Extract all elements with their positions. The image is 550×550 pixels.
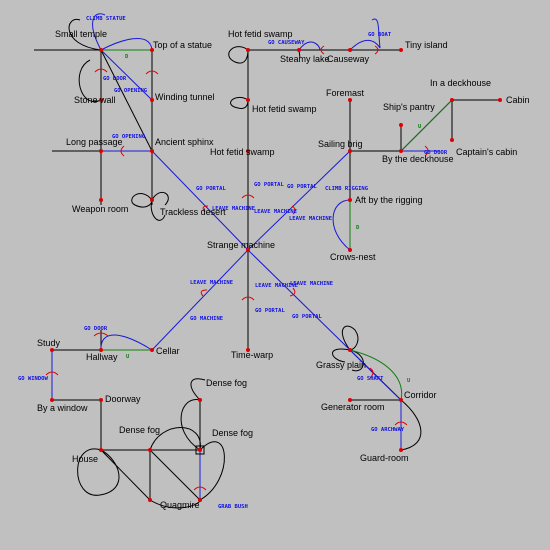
cmd-grab-bush: GRAB BUSH xyxy=(218,504,248,510)
room-long-passage: Long passage xyxy=(66,137,123,147)
direction-arrows xyxy=(45,45,429,491)
cmd-go-boat: GO BOAT xyxy=(368,32,392,38)
room-steamy-lake: Steamy lake xyxy=(280,54,330,64)
room-corridor: Corridor xyxy=(404,390,437,400)
room-time-warp: Time-warp xyxy=(231,350,273,360)
room-cabin: Cabin xyxy=(506,95,530,105)
mark-down-temple: D xyxy=(125,54,129,60)
room-grassy-plain: Grassy plain xyxy=(316,360,366,370)
room-top-of-statue: Top of a statue xyxy=(153,40,212,50)
mark-up-hallway: U xyxy=(126,354,130,360)
direction-marks: D D U U U xyxy=(125,54,422,384)
room-small-temple: Small temple xyxy=(55,29,107,39)
room-sailing-brig: Sailing brig xyxy=(318,139,363,149)
room-dense-fog-1: Dense fog xyxy=(206,378,247,388)
cmd-leave-machine-desert: LEAVE MACHINE xyxy=(212,206,255,212)
command-labels: CLIMB STATUE GO DOOR GO OPENING GO OPENI… xyxy=(18,16,448,510)
room-study: Study xyxy=(37,338,61,348)
cmd-leave-machine-plain: LEAVE MACHINE xyxy=(290,281,333,287)
cmd-leave-machine-cellar: LEAVE MACHINE xyxy=(190,280,233,286)
room-stone-wall: Stone wall xyxy=(74,95,116,105)
room-ships-pantry: Ship's pantry xyxy=(383,102,435,112)
cmd-go-door-deckhouse: GO DOOR xyxy=(424,150,448,156)
room-generator-room: Generator room xyxy=(321,402,385,412)
cmd-go-opening-temple: GO OPENING xyxy=(114,88,148,94)
mark-up-corridor: U xyxy=(407,378,411,384)
room-dense-fog-2: Dense fog xyxy=(119,425,160,435)
cmd-climb-rigging: CLIMB RIGGING xyxy=(325,186,369,192)
cmd-climb-statue: CLIMB STATUE xyxy=(86,16,126,22)
mark-up-deckhouse: U xyxy=(418,124,422,130)
cmd-go-window: GO WINDOW xyxy=(18,376,48,382)
map-connections xyxy=(34,18,500,509)
room-captains-cabin: Captain's cabin xyxy=(456,147,517,157)
cmd-go-door-hallway: GO DOOR xyxy=(84,326,108,332)
room-cellar: Cellar xyxy=(156,346,180,356)
cmd-leave-machine-warp: LEAVE MACHINE xyxy=(255,283,298,289)
cmd-go-shaft: GO SHAFT xyxy=(357,376,384,382)
room-in-a-deckhouse: In a deckhouse xyxy=(430,78,491,88)
room-crows-nest: Crows-nest xyxy=(330,252,376,262)
mark-down-rigging: D xyxy=(356,225,360,231)
room-guard-room: Guard-room xyxy=(360,453,409,463)
cmd-go-portal-swamp: GO PORTAL xyxy=(254,182,284,188)
room-winding-tunnel: Winding tunnel xyxy=(155,92,215,102)
cmd-go-archway: GO ARCHWAY xyxy=(371,427,405,433)
room-hot-fetid-swamp-low: Hot fetid swamp xyxy=(210,147,275,157)
room-hot-fetid-swamp-mid: Hot fetid swamp xyxy=(252,104,317,114)
cmd-leave-machine-swamp: LEAVE MACHINE xyxy=(254,209,297,215)
room-foremast: Foremast xyxy=(326,88,365,98)
cmd-go-portal-plain: GO PORTAL xyxy=(292,314,322,320)
room-aft-by-rigging: Aft by the rigging xyxy=(355,195,423,205)
cmd-go-portal-brig: GO PORTAL xyxy=(287,184,317,190)
room-quagmire: Quagmire xyxy=(160,500,200,510)
cmd-go-door-temple: GO DOOR xyxy=(103,76,127,82)
command-connections xyxy=(51,13,440,500)
room-doorway: Doorway xyxy=(105,394,141,404)
room-dense-fog-3: Dense fog xyxy=(212,428,253,438)
vertical-connections xyxy=(101,49,453,401)
room-strange-machine: Strange machine xyxy=(207,240,275,250)
room-by-a-window: By a window xyxy=(37,403,88,413)
cmd-leave-machine-brig: LEAVE MACHINE xyxy=(289,216,332,222)
cmd-go-causeway: GO CAUSEWAY xyxy=(268,40,305,46)
cmd-go-machine-cellar: GO MACHINE xyxy=(190,316,223,322)
cmd-go-portal-warp: GO PORTAL xyxy=(255,308,285,314)
room-hot-fetid-swamp-top: Hot fetid swamp xyxy=(228,29,293,39)
room-tiny-island: Tiny island xyxy=(405,40,448,50)
room-weapon-room: Weapon room xyxy=(72,204,128,214)
room-house: House xyxy=(72,454,98,464)
room-nodes xyxy=(50,48,502,502)
room-hallway: Hallway xyxy=(86,352,118,362)
room-ancient-sphinx: Ancient sphinx xyxy=(155,137,214,147)
room-by-the-deckhouse: By the deckhouse xyxy=(382,154,454,164)
room-causeway: Causeway xyxy=(327,54,370,64)
cmd-go-portal-desert: GO PORTAL xyxy=(196,186,226,192)
room-trackless-desert: Trackless desert xyxy=(160,207,226,217)
cmd-go-opening-sphinx: GO OPENING xyxy=(112,134,146,140)
room-labels: Small temple Top of a statue Hot fetid s… xyxy=(37,29,530,510)
